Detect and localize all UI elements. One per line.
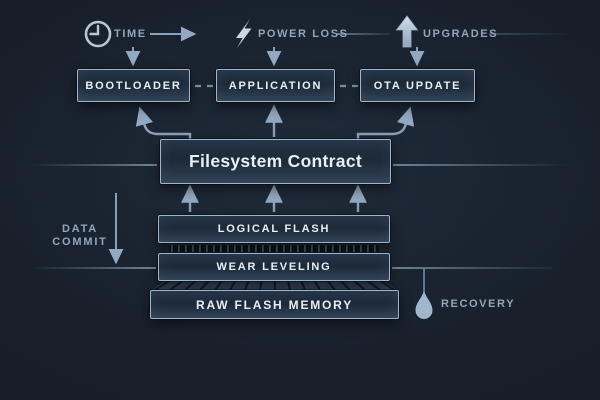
time-label: TIME	[114, 28, 147, 40]
node-filesystem-contract: Filesystem Contract	[160, 139, 391, 184]
block-up-arrow-icon	[395, 15, 419, 48]
droplet-icon	[415, 291, 433, 319]
upgrades-label: UPGRADES	[423, 28, 499, 40]
clock-icon	[84, 20, 112, 48]
node-application: APPLICATION	[216, 69, 335, 102]
recovery-label: RECOVERY	[441, 298, 516, 310]
data-commit-line2: COMMIT	[52, 235, 108, 248]
node-wear-leveling: WEAR LEVELING	[158, 253, 390, 281]
chip-edge-strip	[167, 244, 381, 253]
data-commit-label: DATA COMMIT	[44, 223, 116, 248]
lightning-icon	[236, 19, 252, 48]
node-ota-update: OTA UPDATE	[360, 69, 475, 102]
arrow-contract-to-ota	[356, 106, 415, 141]
arrow-contract-to-bootloader	[135, 106, 192, 141]
node-raw-flash-memory: RAW FLASH MEMORY	[150, 290, 399, 319]
node-logical-flash: LOGICAL FLASH	[158, 215, 390, 243]
arrows-logical-to-contract	[181, 184, 367, 212]
data-commit-line1: DATA	[61, 223, 99, 235]
raw-flash-top-face	[152, 279, 397, 291]
node-bootloader: BOOTLOADER	[77, 69, 190, 102]
power-loss-label: POWER LOSS	[258, 28, 349, 40]
